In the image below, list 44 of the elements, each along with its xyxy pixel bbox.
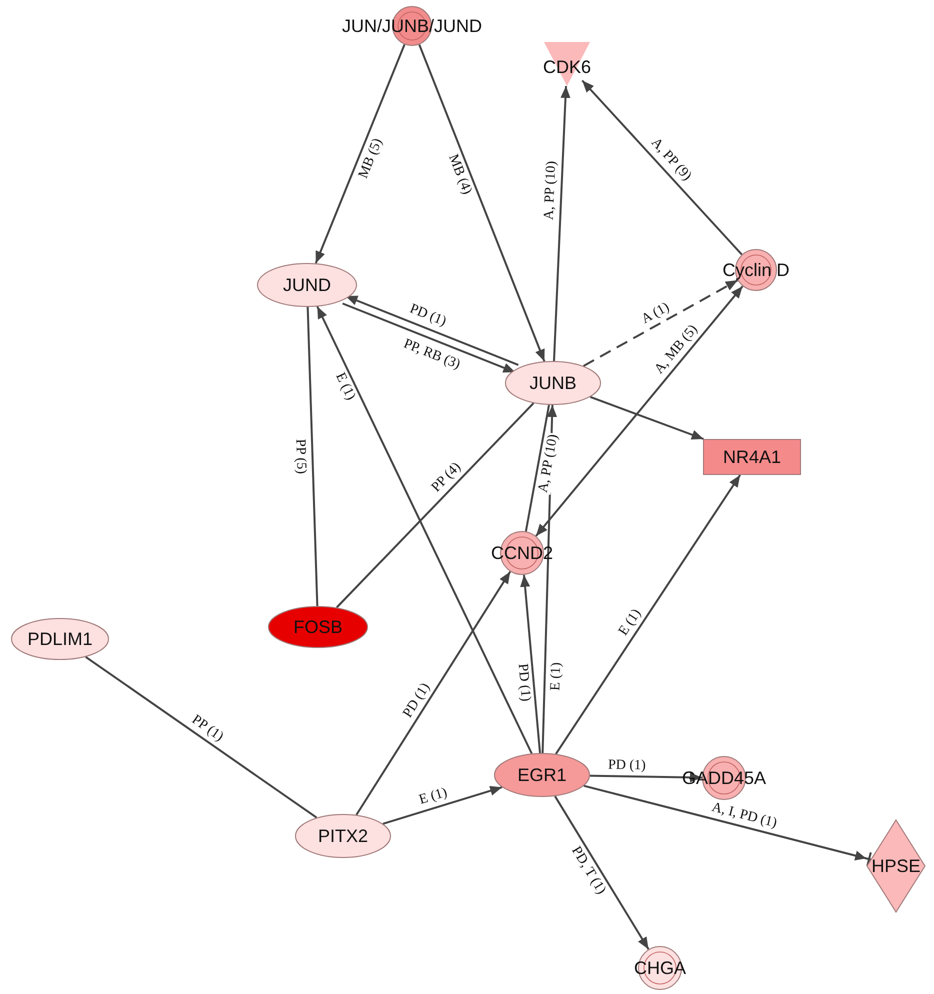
gene-name: JUNB [529,372,576,394]
gene-name: PITX2 [318,826,368,846]
gene-name: FOSB [293,616,342,638]
arrow [554,796,650,950]
arrow [590,772,702,782]
gene-name: Cyclin D [722,260,790,280]
connector-line [336,402,534,608]
gene-name: JUND [283,274,331,296]
edge-label: E (1) [548,661,564,692]
gene-name: CDK6 [542,56,591,78]
arrow [356,571,512,816]
arrow [584,784,872,867]
gene-ellipse [268,606,368,648]
edge-label: PD (1) [607,758,647,774]
arrow [590,396,704,440]
gene-ellipse [494,753,590,797]
arrow [555,474,741,754]
gene-ellipse [295,814,391,858]
arrow [382,786,502,825]
gene-ellipse [257,263,357,307]
gene-name: PDLIM1 [27,628,93,650]
arrow [535,286,744,537]
edge-label: A, PP (10) [542,159,560,221]
arrow [553,86,570,362]
dashed-arrow [583,279,738,367]
arrow [581,80,743,256]
arrow [342,302,516,374]
arrow [316,306,533,754]
gene-name: HPSE [871,856,921,876]
connector-line [524,404,550,532]
connector-line [306,306,318,606]
edge-label: PP (5) [292,438,309,476]
arrow [520,574,541,754]
gene-name: CHGA [634,958,686,978]
gene-name: EGR1 [517,764,567,786]
gene-name: NR4A1 [722,446,782,468]
arrow [314,44,406,264]
arrow [345,295,519,366]
gene-rectangle [703,439,801,475]
gene-ellipse [11,618,109,660]
gene-ellipse [505,361,601,405]
connector-line [85,656,318,818]
edge-label: A, PP (10) [536,432,562,495]
arrow [418,44,546,362]
